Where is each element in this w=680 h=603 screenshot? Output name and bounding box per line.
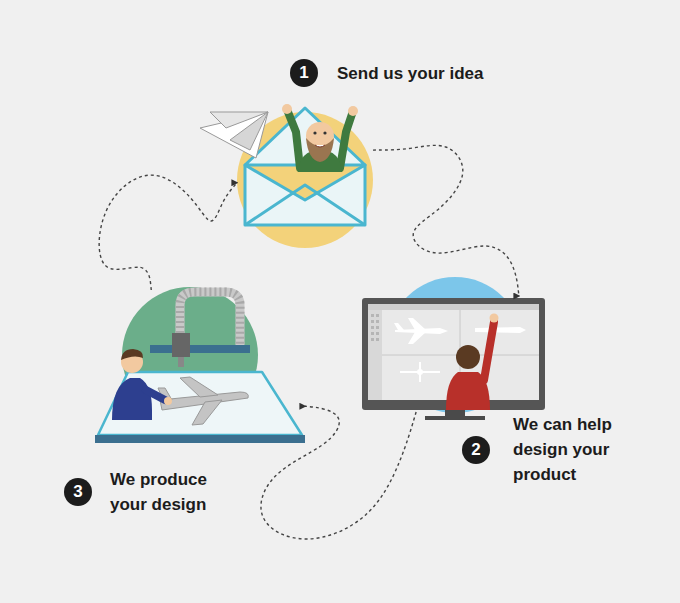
step-node: 2We can help design your product [360,296,547,412]
step-node: 1Send us your idea [237,112,373,248]
envelope-illustration [200,104,373,248]
cnc-illustration [95,287,305,443]
callout-number: 2 [462,436,490,464]
step-node: 3We produce your design [100,290,305,445]
dashed-connector [99,175,237,290]
step-caption: We can help design your product [513,412,641,487]
monitor-illustration [362,277,545,420]
callout-number: 3 [64,478,92,506]
step-caption: Send us your idea [337,61,483,86]
dashed-connector [373,145,519,296]
dashed-connector [261,406,416,539]
callout-number: 1 [290,59,318,87]
step-caption: We produce your design [110,467,235,517]
